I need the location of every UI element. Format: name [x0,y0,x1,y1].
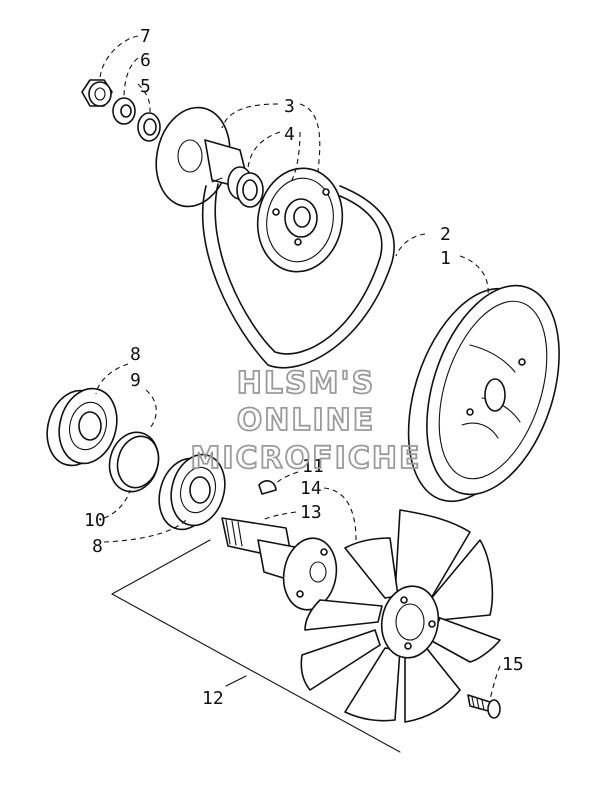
callout-4: 4 [284,124,295,145]
callout-3: 3 [284,96,295,117]
watermark-line-2: ONLINE [237,403,376,438]
front-sheave [256,167,344,273]
callout-13: 13 [300,502,322,523]
assembly-bracket [111,539,401,753]
leader-lines [95,35,501,701]
callout-11: 11 [302,456,324,477]
watermark-line-3: MICROFICHE [191,441,422,476]
woodruff-key [258,480,277,495]
flat-washer [137,112,161,142]
callout-7: 7 [140,26,151,47]
bearing-upper [46,387,118,467]
hex-nut [81,79,113,107]
fan-screw [467,694,501,719]
v-belt [201,177,395,369]
callout-12: 12 [202,688,224,709]
callout-6: 6 [140,50,151,71]
lock-washer [112,97,136,125]
callout-8-lower: 8 [92,536,103,557]
snap-ring [108,431,160,493]
bearing-lower [158,453,226,531]
callout-9: 9 [130,370,141,391]
callout-5: 5 [140,76,151,97]
driven-pulley [155,106,264,208]
callout-labels: 7 6 5 3 4 2 1 8 9 11 14 13 10 8 15 12 [84,26,524,709]
callout-8-upper: 8 [130,344,141,365]
fan-shaft [221,517,338,611]
callout-2: 2 [440,224,451,245]
callout-1: 1 [440,248,451,269]
watermark: HLSM'S ONLINE MICROFICHE [190,365,422,477]
cooling-fan [300,509,501,723]
callout-10: 10 [84,510,106,531]
callout-14: 14 [300,478,322,499]
watermark-line-1: HLSM'S [237,366,375,401]
callout-15: 15 [502,654,524,675]
drive-pulley [407,284,560,503]
